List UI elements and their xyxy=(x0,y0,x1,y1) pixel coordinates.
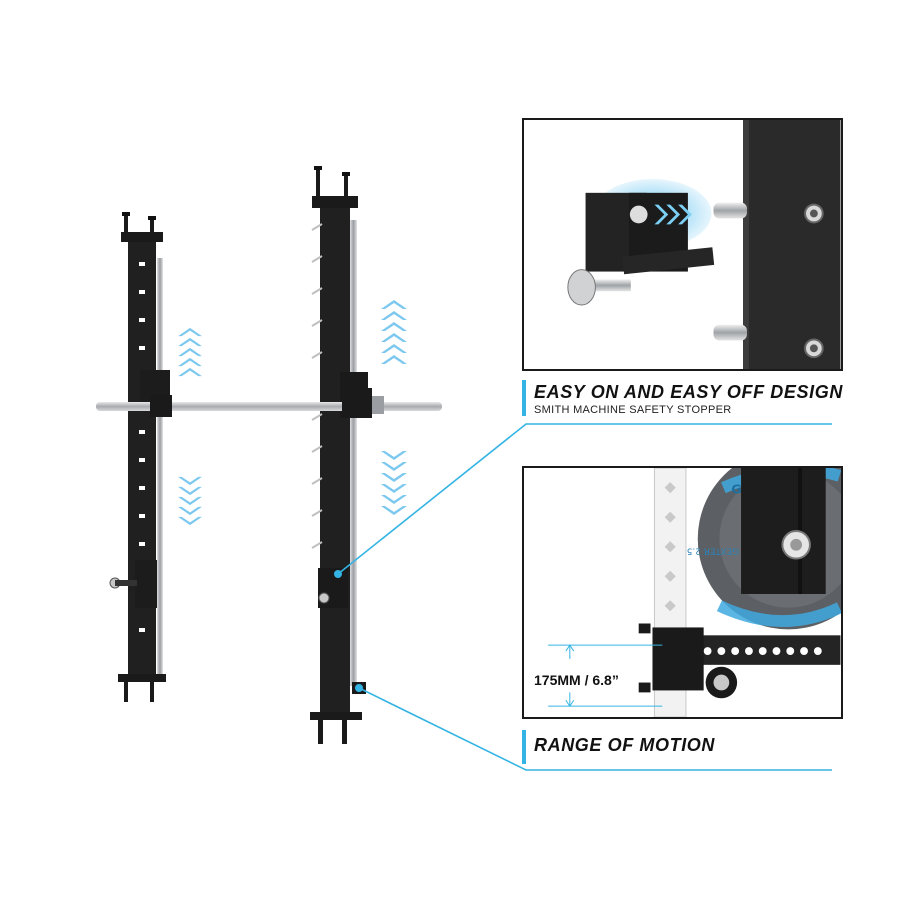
right-upright xyxy=(310,166,368,744)
safety-stopper-detail xyxy=(522,118,843,371)
callout-headline: RANGE OF MOTION xyxy=(534,735,715,755)
down-arrow-chevron-icon xyxy=(178,451,407,526)
callout-lines xyxy=(337,423,832,771)
callout-headline: EASY ON AND EASY OFF DESIGN xyxy=(534,382,843,402)
callout-subline: SMITH MACHINE SAFETY STOPPER xyxy=(534,404,732,416)
callout-easy-design: EASY ON AND EASY OFF DESIGN SMITH MACHIN… xyxy=(522,380,842,420)
accent-bar xyxy=(522,730,526,764)
measurement-label: 175MM / 6.8” xyxy=(534,672,619,688)
barbell xyxy=(96,388,442,418)
safety-stopper-image xyxy=(524,120,841,369)
range-of-motion-image: GEXTER GEXTER 2.5 xyxy=(524,468,841,717)
callout-range-of-motion: RANGE OF MOTION xyxy=(522,730,842,764)
up-arrow-chevron-icon xyxy=(178,300,407,377)
logo-small-text: GEXTER 2.5 xyxy=(687,546,739,556)
range-of-motion-detail: GEXTER GEXTER 2.5 xyxy=(522,466,843,719)
accent-bar xyxy=(522,380,526,416)
left-upright xyxy=(109,212,170,702)
